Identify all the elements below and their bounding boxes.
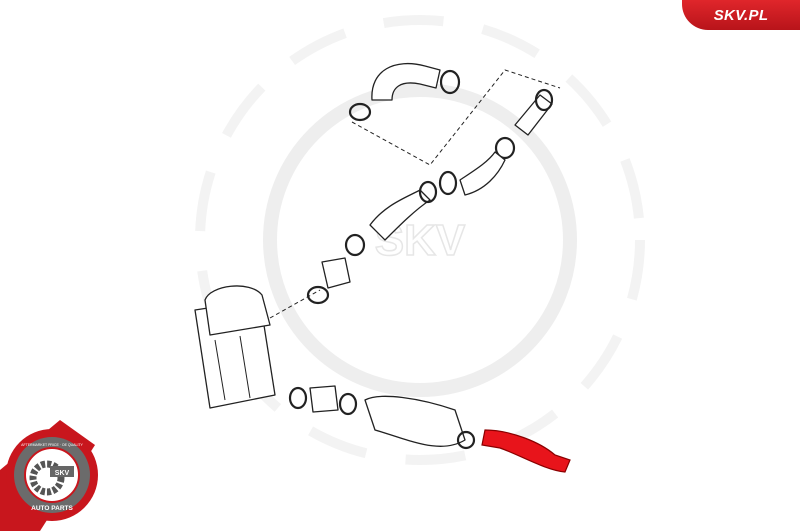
- badge-center-text: SKV: [55, 470, 70, 477]
- watermark-gear: SKV: [195, 15, 645, 465]
- assembly-line: [269, 289, 321, 319]
- badge-top-text: AFTERMARKET PRICE · OE QUALITY: [21, 443, 83, 447]
- brand-link-tab[interactable]: SKV.PL: [682, 0, 800, 30]
- upper-elbow-hose: [348, 62, 461, 122]
- lower-pipe: [288, 385, 476, 450]
- badge-bottom-text: AUTO PARTS: [31, 505, 73, 512]
- skv-auto-parts-badge: SKV AUTO PARTS AFTERMARKET PRICE · OE QU…: [0, 420, 98, 531]
- highlighted-hose: [481, 429, 571, 473]
- brand-label: SKV.PL: [713, 6, 769, 24]
- upper-right-pipe: [494, 88, 554, 160]
- intercooler: [194, 285, 276, 409]
- assembly-line: [351, 69, 561, 166]
- middle-hose: [306, 151, 506, 305]
